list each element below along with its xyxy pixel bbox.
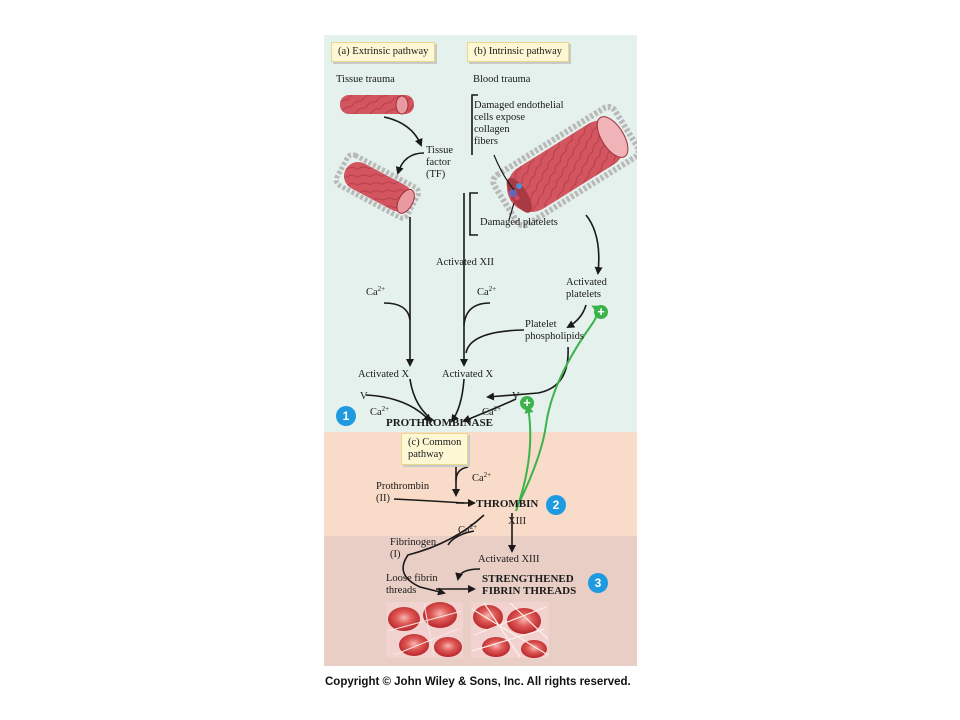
tissue-factor-label: Tissue factor (TF): [426, 145, 454, 180]
fibrinogen-label: Fibrinogen (I): [390, 537, 437, 560]
calcium-right-prothrombinase-label: Ca2+: [482, 405, 502, 418]
tissue-trauma-vessel-image: [340, 95, 414, 115]
activated-xiii-label: Activated XIII: [478, 554, 540, 565]
damaged-endothelial-label: Damaged endothelial cells expose collage…: [474, 100, 564, 147]
step-2-badge: 2: [546, 495, 566, 515]
activated-x-intrinsic-label: Activated X: [442, 369, 494, 380]
calcium-left-prothrombinase-label: Ca2+: [370, 405, 390, 418]
coagulation-diagram: (a) Extrinsic pathway (b) Intrinsic path…: [324, 35, 637, 666]
intrinsic-pathway-title: (b) Intrinsic pathway: [467, 42, 570, 62]
extrinsic-vessel-image: [333, 152, 422, 221]
factor-v-left-label: V: [360, 391, 368, 402]
strengthened-fibrin-image: [471, 602, 549, 658]
activated-x-extrinsic-label: Activated X: [358, 369, 410, 380]
xiii-label: XIII: [508, 516, 527, 527]
strengthened-fibrin-label: STRENGTHENED FIBRIN THREADS: [482, 573, 577, 597]
copyright-notice: Copyright © John Wiley & Sons, Inc. All …: [325, 676, 631, 688]
common-title-line2: pathway: [408, 449, 444, 460]
calcium-fibrin-label: Ca2+: [458, 523, 478, 536]
step-3-badge: 3: [588, 573, 608, 593]
activated-platelets-label: Activated platelets: [566, 277, 607, 300]
activated-xii-label: Activated XII: [436, 257, 495, 268]
thrombin-label: THROMBIN: [476, 498, 539, 510]
step-1-badge: 1: [336, 406, 356, 426]
loose-fibrin-label: Loose fibrin threads: [386, 573, 438, 596]
positive-feedback-plus-bottom: +: [520, 396, 534, 410]
extrinsic-pathway-title: (a) Extrinsic pathway: [331, 42, 436, 62]
factor-v-right-label: V: [512, 391, 520, 402]
calcium-extrinsic-label: Ca2+: [366, 285, 386, 298]
diagram-graphics: [333, 94, 637, 658]
common-pathway-title: (c) Common pathway: [401, 433, 469, 465]
positive-feedback-plus-top: +: [594, 305, 608, 319]
blood-trauma-label: Blood trauma: [473, 74, 531, 85]
calcium-intrinsic-label: Ca2+: [477, 285, 497, 298]
platelet-phospholipids-label: Platelet phospholipids: [525, 319, 584, 342]
intrinsic-vessel-image: [490, 103, 637, 229]
prothrombin-label: Prothrombin (II): [376, 481, 430, 504]
damaged-platelets-label: Damaged platelets: [480, 217, 558, 228]
tissue-trauma-label: Tissue trauma: [336, 74, 395, 85]
calcium-common-label: Ca2+: [472, 471, 492, 484]
prothrombinase-label: PROTHROMBINASE: [386, 417, 493, 429]
loose-fibrin-image: [386, 602, 463, 658]
common-title-line1: (c) Common: [408, 437, 462, 448]
